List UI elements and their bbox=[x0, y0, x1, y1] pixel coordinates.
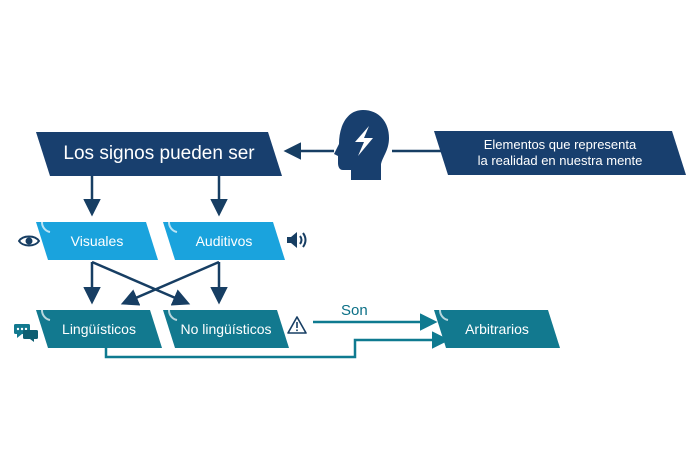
node-no-linguisticos: No lingüísticos bbox=[163, 310, 289, 348]
node-auditivos-label: Auditivos bbox=[195, 233, 253, 249]
node-linguisticos: Lingüísticos bbox=[36, 310, 162, 348]
node-auditivos: Auditivos bbox=[163, 222, 285, 260]
speaker-icon bbox=[286, 231, 308, 249]
node-elementos: Elementos que representa la realidad en … bbox=[434, 131, 686, 175]
edge-linguisticos-to-arbitrarios bbox=[104, 331, 450, 359]
node-arbitrarios: Arbitrarios bbox=[434, 310, 560, 348]
node-los-signos-pueden-ser: Los signos pueden ser bbox=[36, 132, 282, 176]
node-arbitrarios-label: Arbitrarios bbox=[465, 321, 529, 337]
node-elementos-label: Elementos que representa la realidad en … bbox=[477, 137, 643, 168]
edge-auditivos-to-linguisticos bbox=[120, 260, 220, 306]
edge-visuales-to-no-linguisticos bbox=[91, 260, 191, 306]
node-no-linguisticos-label: No lingüísticos bbox=[180, 321, 272, 337]
node-visuales-label: Visuales bbox=[70, 233, 124, 249]
edge-label-son: Son bbox=[341, 302, 368, 319]
head-lightning-icon bbox=[333, 106, 393, 182]
chat-bubbles-icon bbox=[14, 322, 38, 342]
warning-triangle-icon bbox=[287, 316, 307, 334]
node-main-label: Los signos pueden ser bbox=[63, 143, 255, 164]
eye-icon bbox=[17, 233, 41, 249]
node-visuales: Visuales bbox=[36, 222, 158, 260]
node-linguisticos-label: Lingüísticos bbox=[62, 321, 136, 337]
